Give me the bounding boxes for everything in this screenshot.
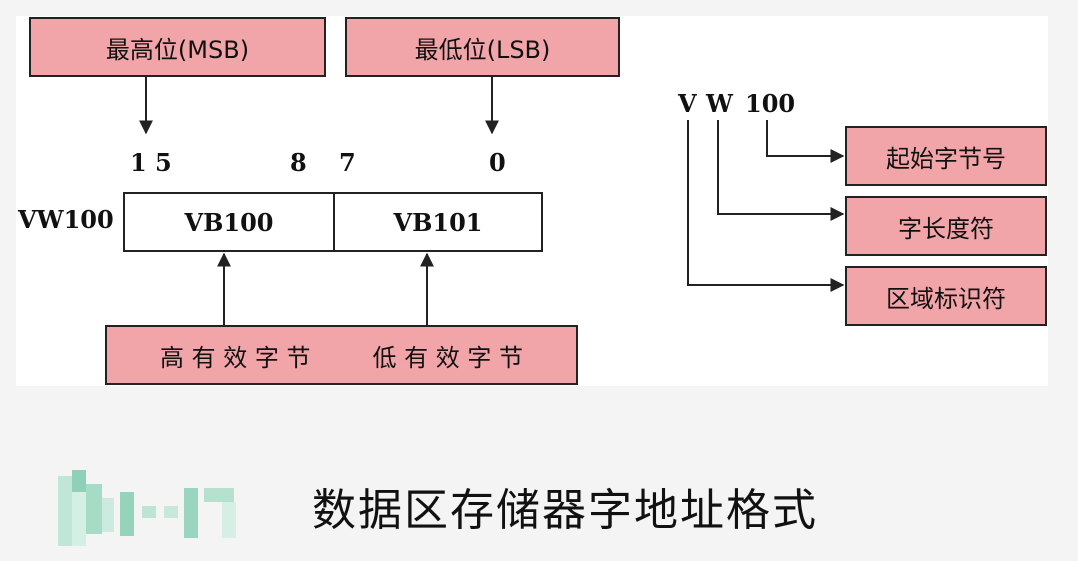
area-identifier-label: 区域标识符 [886,284,1006,313]
figure-caption: 数据区存储器字地址格式 [312,485,818,536]
bit-7: 7 [339,148,356,177]
bit-0: 0 [489,148,506,177]
high-byte-box: VB100 [123,192,335,252]
area-identifier-box: 区域标识符 [845,266,1047,326]
msb-label-box: 最高位(MSB) [29,17,326,77]
lsb-label: 最低位(LSB) [414,35,551,64]
start-byte-label: 起始字节号 [886,144,1006,173]
low-significant-byte-label: 低 有 效 字 节 [372,343,523,372]
low-byte-box: VB101 [333,192,543,252]
size-connector [717,120,845,221]
redacted-figure-number [58,470,248,550]
word-size-box: 字长度符 [845,196,1047,256]
address-part-number: 100 [745,89,796,118]
bit-15: 1 5 [130,148,172,177]
area-connector [687,120,845,292]
start-byte-connector [766,120,845,163]
bit-8: 8 [290,148,307,177]
msb-label: 最高位(MSB) [105,35,250,64]
byte-significance-box: 高 有 效 字 节 低 有 效 字 节 [105,325,578,385]
word-label: VW100 [18,205,114,234]
lsb-label-box: 最低位(LSB) [345,17,620,77]
start-byte-box: 起始字节号 [845,126,1047,186]
high-significant-byte-label: 高 有 效 字 节 [159,343,311,372]
address-part-w: W [706,89,733,118]
high-byte-label: VB100 [184,207,274,237]
low-byte-label: VB101 [393,207,483,237]
word-size-label: 字长度符 [898,214,994,243]
address-part-v: V [678,89,697,118]
